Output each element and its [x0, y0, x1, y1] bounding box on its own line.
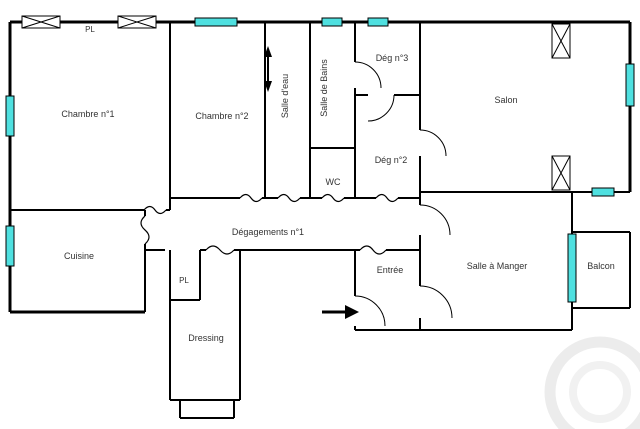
hatched-markers [21, 15, 571, 191]
door-opening-squiggle [205, 245, 235, 255]
watermark-inner-ring [569, 361, 631, 423]
room-label-deg-3: Dég n°3 [376, 53, 409, 63]
inner-walls [10, 22, 631, 419]
hatched-closet-marker [117, 15, 157, 29]
inner-wall-path [10, 22, 631, 419]
door-arc [419, 204, 451, 236]
door-arc [419, 285, 453, 319]
window-marker [321, 17, 343, 27]
room-label-deg-2: Dég n°2 [375, 155, 408, 165]
window-marker [591, 187, 615, 197]
window-marker [367, 17, 389, 27]
room-label-dressing: Dressing [188, 333, 224, 343]
windows [5, 17, 635, 303]
door-opening-squiggle [239, 193, 263, 203]
room-label-wc: WC [326, 177, 341, 187]
hatched-closet-marker [21, 15, 61, 29]
room-label-salle-de-bains: Salle de Bains [319, 59, 329, 117]
arrows [264, 46, 359, 319]
room-label-cuisine: Cuisine [64, 251, 94, 261]
window-marker [567, 233, 577, 303]
room-label-salle-deau: Salle d'eau [280, 74, 290, 118]
room-label-chambre-1: Chambre n°1 [61, 109, 114, 119]
room-label-pl-top: PL [85, 25, 95, 34]
door-opening-squiggle [277, 193, 301, 203]
hatched-duct-marker [551, 155, 571, 191]
window-marker [5, 95, 15, 137]
entrance-arrow-icon [322, 305, 359, 319]
door-arc [354, 61, 382, 89]
door-opening-squiggle [321, 193, 345, 203]
door-opening-squiggle [359, 245, 387, 255]
room-label-pl-mid: PL [179, 276, 189, 285]
watermark-logo [544, 336, 640, 429]
watermark-outer-ring [544, 336, 640, 429]
room-label-degagements-1: Dégagements n°1 [232, 227, 304, 237]
door-arc [354, 295, 386, 327]
outer-wall-path [8, 20, 632, 314]
hatched-duct-marker [551, 23, 571, 59]
door-openings [140, 193, 399, 255]
double-arrow-icon [264, 46, 272, 92]
outer-walls [8, 20, 632, 314]
window-marker [194, 17, 238, 27]
room-label-balcon: Balcon [587, 261, 615, 271]
door-arc [419, 129, 447, 157]
window-marker [5, 225, 15, 267]
door-opening-squiggle [143, 205, 167, 215]
room-label-chambre-2: Chambre n°2 [195, 111, 248, 121]
door-opening-squiggle [140, 215, 150, 245]
room-label-salle-a-manger: Salle à Manger [467, 261, 528, 271]
room-label-salon: Salon [494, 95, 517, 105]
door-arc [367, 94, 395, 122]
room-label-entree: Entrée [377, 265, 404, 275]
window-marker [625, 63, 635, 107]
door-opening-squiggle [375, 193, 399, 203]
doors [354, 61, 453, 327]
room-labels: PL Chambre n°1 Chambre n°2 Salle d'eau S… [61, 25, 614, 343]
